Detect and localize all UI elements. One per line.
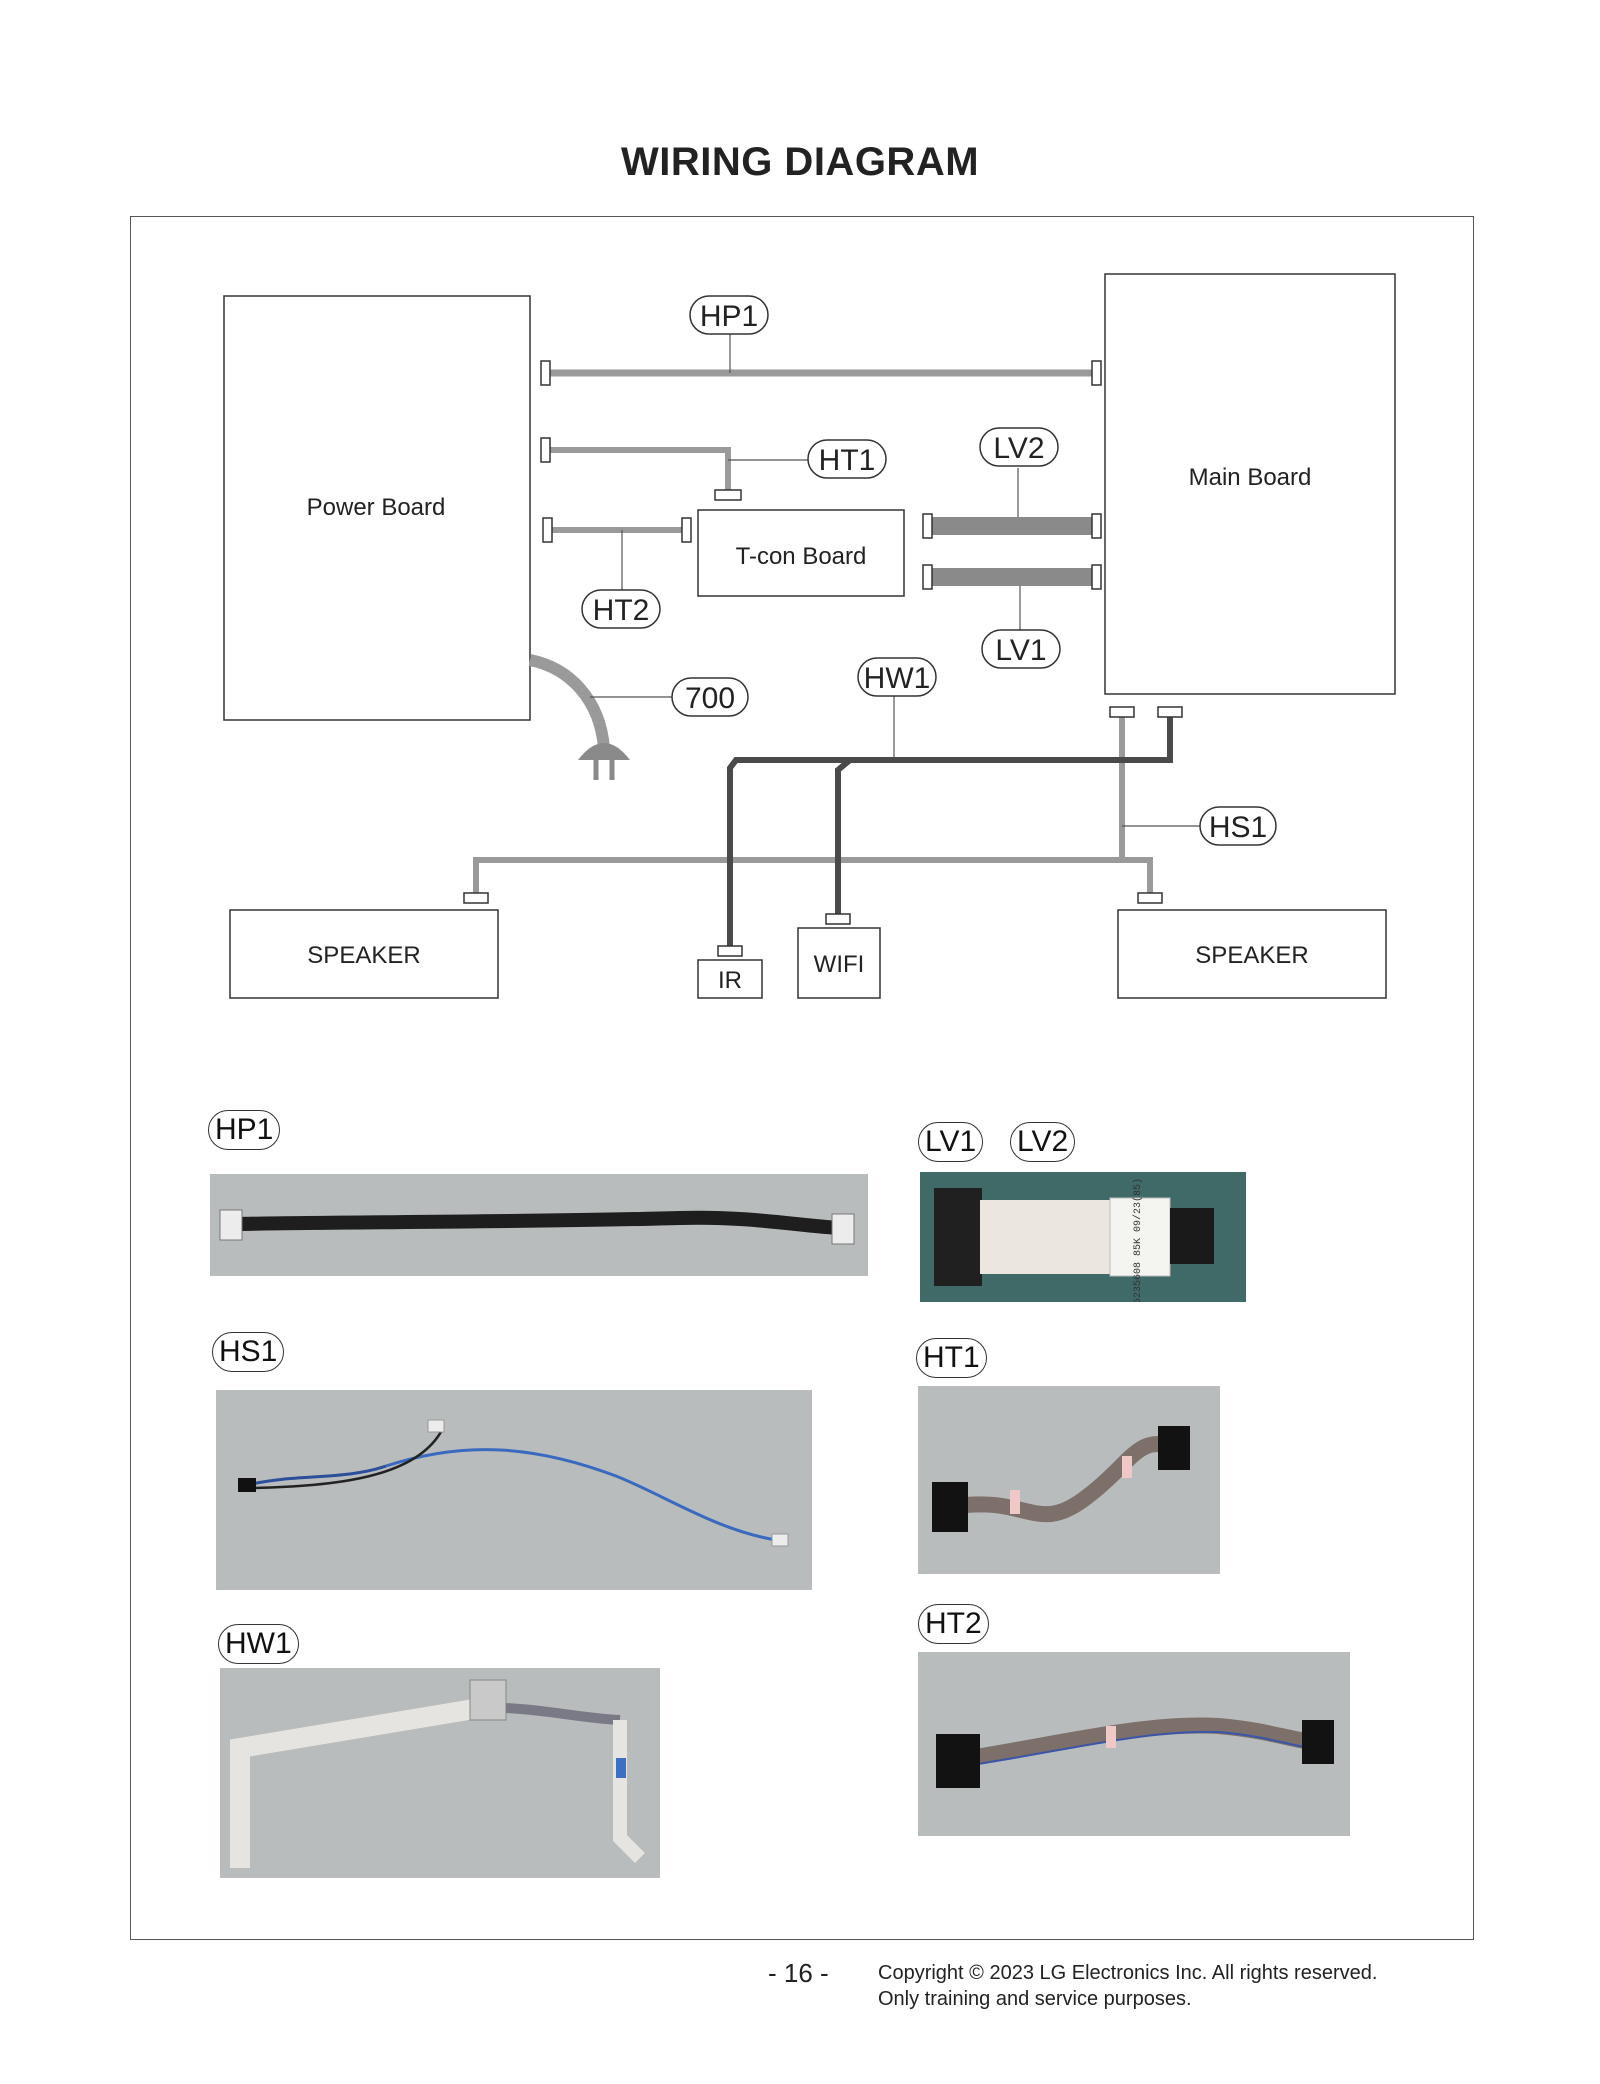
ht1-tag-box (807, 439, 887, 479)
photo-hp1-cable (210, 1174, 868, 1276)
copyright-line-2: Only training and service purposes. (878, 1988, 1192, 2010)
hs1-tag-box (1199, 806, 1277, 846)
hs1-cable-right (1119, 715, 1153, 895)
hw1-tag-box (857, 657, 937, 697)
power-plug-icon (578, 743, 630, 760)
hw1-cable (727, 715, 1173, 946)
ht1-connector-left (540, 437, 551, 463)
copyright: Copyright © 2023 LG Electronics Inc. All… (878, 1960, 1377, 2012)
lv2-tag-box (979, 427, 1059, 467)
ht2-connector-right (681, 517, 692, 543)
photo-tag-ht1: HT1 (916, 1338, 987, 1378)
diagram-frame (130, 216, 1474, 1940)
ir-label: IR (718, 967, 742, 994)
speaker-right-box (1117, 909, 1387, 999)
hw1-connector-wifi (825, 913, 851, 925)
ht2-connector-left (542, 517, 553, 543)
power-cord-tag-box (671, 677, 749, 717)
hw1-tag: HW1 (864, 662, 931, 695)
photo-hw1-cable (220, 1668, 660, 1878)
hp1-connector-right (1091, 360, 1102, 386)
lv2-connector-right (1091, 513, 1102, 539)
hp1-connector-left (540, 360, 551, 386)
ir-box (697, 959, 763, 999)
ht2-tag: HT2 (593, 594, 650, 627)
power-board-label: Power Board (307, 494, 446, 521)
photo-lvds-cable: EAD65235608 85K 09/23(85) A-02 (920, 1172, 1246, 1302)
lv2-cable (932, 517, 1092, 535)
hp1-tag: HP1 (700, 300, 758, 333)
lv2-tag: LV2 (993, 432, 1044, 465)
photo-tag-lv2: LV2 (1010, 1122, 1076, 1162)
power-cord (528, 654, 610, 749)
hs1-connector-main (1109, 706, 1135, 718)
wifi-box (797, 927, 881, 999)
photo-ht1-cable (918, 1386, 1220, 1574)
hw1-connector-main (1157, 706, 1183, 718)
wifi-label: WIFI (814, 951, 865, 978)
page-number: - 16 - (768, 1958, 829, 1988)
hw1-connector-ir (717, 945, 743, 957)
lv2-connector-left (922, 513, 933, 539)
lv1-cable (932, 568, 1092, 586)
hs1-tag: HS1 (1209, 811, 1267, 844)
ht1-cable (550, 447, 731, 490)
photo-hs1-cable (216, 1390, 812, 1590)
power-cord-tag: 700 (685, 682, 735, 715)
lvds-label-text: EAD65235608 85K 09/23(85) A-02 (1132, 1172, 1144, 1302)
speaker-right-label: SPEAKER (1195, 942, 1308, 969)
lv1-connector-left (922, 564, 933, 590)
hs1-connector-speaker-right (1137, 892, 1163, 904)
power-board-box (223, 295, 531, 721)
photo-ht2-cable (918, 1652, 1350, 1836)
tcon-board-label: T-con Board (736, 543, 867, 570)
photo-tag-lv1: LV1 (918, 1122, 984, 1162)
photo-tag-hs1: HS1 (212, 1332, 285, 1372)
hw1-cable-wifi (835, 757, 852, 916)
page-title: WIRING DIAGRAM (620, 140, 980, 184)
copyright-line-1: Copyright © 2023 LG Electronics Inc. All… (878, 1962, 1378, 1984)
main-board-box (1104, 273, 1396, 695)
photo-tag-hw1: HW1 (218, 1624, 299, 1664)
speaker-left-label: SPEAKER (307, 942, 420, 969)
hs1-cable-left (473, 857, 1122, 895)
lv1-connector-right (1091, 564, 1102, 590)
main-board-label: Main Board (1189, 464, 1312, 491)
hs1-connector-speaker-left (463, 892, 489, 904)
hp1-tag-box (689, 295, 769, 335)
photo-tag-hp1: HP1 (208, 1110, 281, 1150)
photo-tag-ht2: HT2 (918, 1604, 989, 1644)
lv1-tag-box (981, 629, 1061, 669)
tcon-board-box (697, 509, 905, 597)
lv1-tag: LV1 (995, 634, 1046, 667)
ht2-tag-box (581, 589, 661, 629)
ht1-connector-tcon (714, 489, 742, 501)
speaker-left-box (229, 909, 499, 999)
ht1-tag: HT1 (819, 444, 876, 477)
wiring-diagram: Power Board Main Board T-con Board SPEAK… (223, 273, 1396, 999)
